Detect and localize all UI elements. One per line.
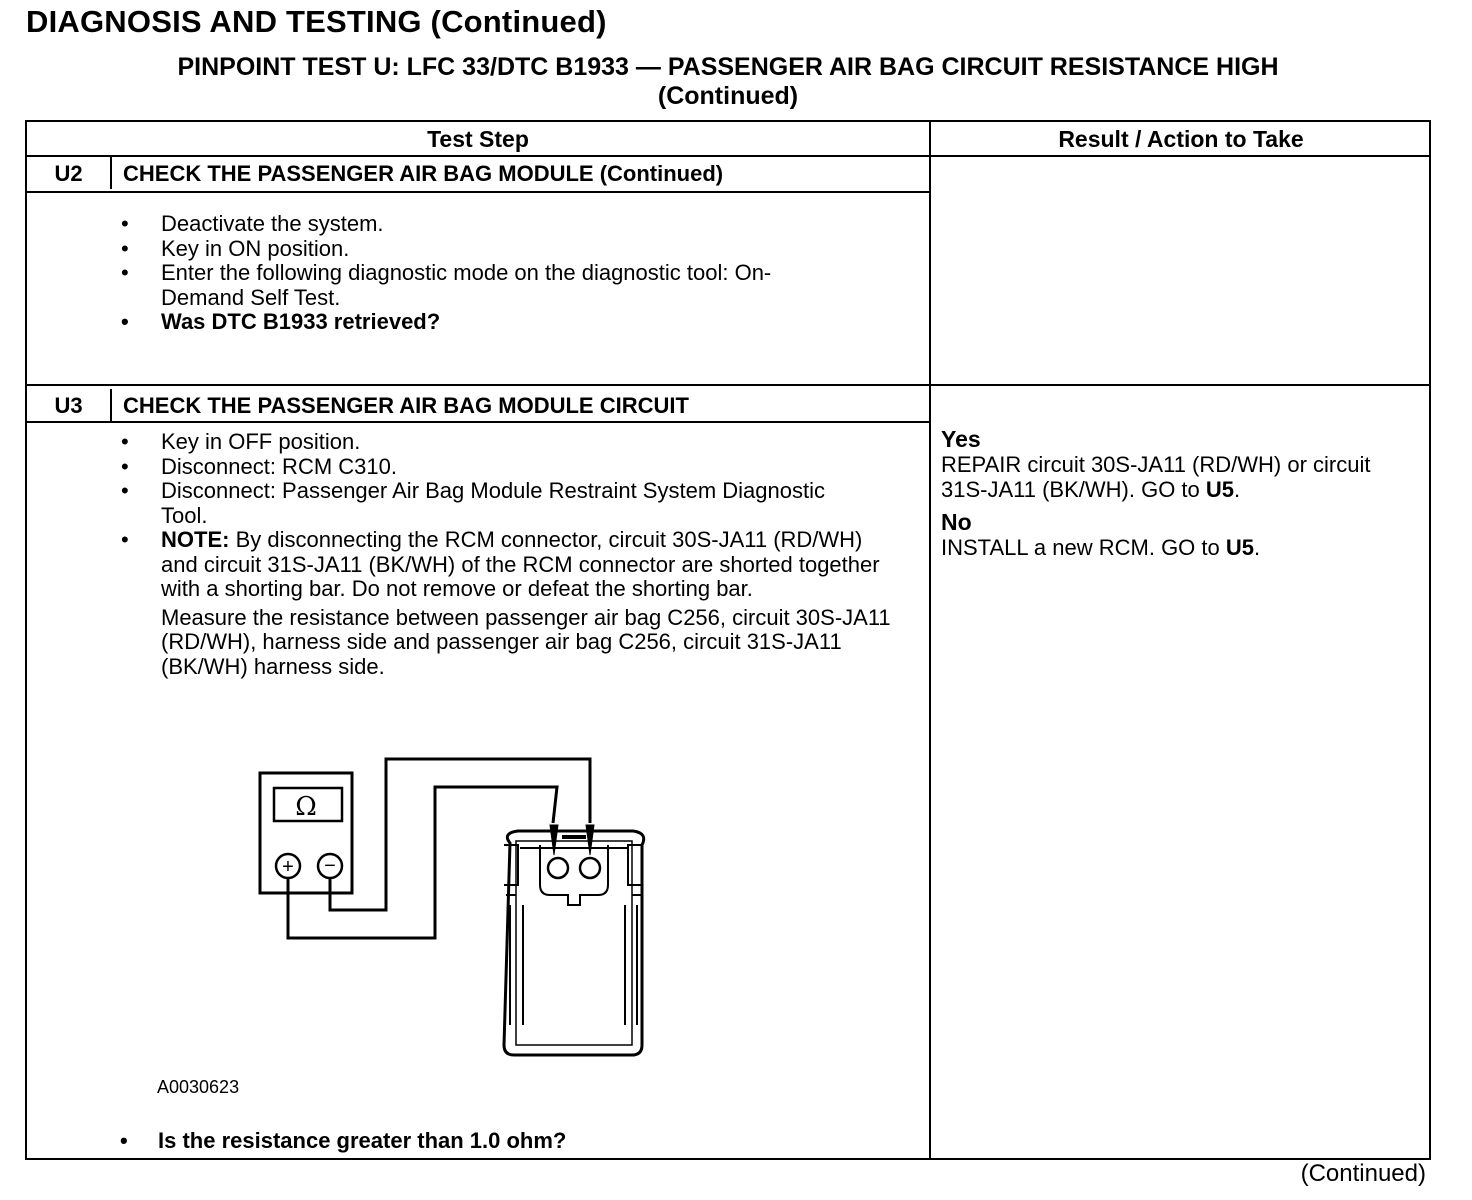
list-item: •Disconnect: RCM C310. <box>121 453 397 479</box>
test-title-line1: PINPOINT TEST U: LFC 33/DTC B1933 — PASS… <box>177 53 1279 81</box>
u3-title-divider <box>27 421 929 423</box>
result-no-text: INSTALL a new RCM. GO to U5. <box>941 535 1261 560</box>
probe-tip-icon <box>585 824 595 856</box>
result-no-label: No <box>941 509 972 535</box>
terminal-30s-icon <box>546 856 570 880</box>
u2-title-divider <box>27 191 929 193</box>
step-id-u2: U2 <box>54 161 83 186</box>
page-title: DIAGNOSIS AND TESTING (Continued) <box>26 4 607 39</box>
header-divider <box>27 155 1429 157</box>
step-title-u3: CHECK THE PASSENGER AIR BAG MODULE CIRCU… <box>123 393 689 418</box>
list-item: •Enter the following diagnostic mode on … <box>121 260 772 310</box>
header-result-action: Result / Action to Take <box>1058 126 1304 152</box>
list-item: •Deactivate the system. <box>121 211 384 236</box>
ohm-symbol: Ω <box>295 792 317 822</box>
result-yes-label: Yes <box>941 426 981 452</box>
note-label: NOTE: <box>161 527 230 552</box>
list-item: •Was DTC B1933 retrieved? <box>121 309 441 334</box>
ohmmeter-connector-diagram: Ω + − <box>258 757 646 1057</box>
step-id-u3: U3 <box>54 393 83 418</box>
lead-aux <box>330 785 388 908</box>
result-yes-text: REPAIR circuit 30S-JA11 (RD/WH) or circu… <box>941 452 1371 502</box>
list-item: Measure the resistance between passenger… <box>161 604 891 679</box>
pinpoint-test-title: PINPOINT TEST U: LFC 33/DTC B1933 — PASS… <box>0 53 1456 111</box>
list-item: •Key in ON position. <box>121 235 350 261</box>
continued-label: (Continued) <box>1300 1160 1426 1187</box>
step-id-separator <box>110 157 112 189</box>
test-title-line2: (Continued) <box>657 82 799 110</box>
header-test-step: Test Step <box>427 126 529 152</box>
test-table: Test Step Result / Action to Take U2 CHE… <box>25 120 1431 1160</box>
u2-u3-divider <box>27 384 1429 386</box>
list-item: •Key in OFF position. <box>121 429 361 454</box>
step-id-separator <box>110 389 112 421</box>
u3-result: Yes REPAIR circuit 30S-JA11 (RD/WH) or c… <box>941 426 1411 561</box>
negative-lead <box>328 757 592 912</box>
step-title-u2: CHECK THE PASSENGER AIR BAG MODULE (Cont… <box>123 161 724 186</box>
u2-step-list: •Deactivate the system. •Key in ON posit… <box>117 211 907 335</box>
list-item: •NOTE: By disconnecting the RCM connecto… <box>121 527 880 601</box>
figure-id: A0030623 <box>157 1077 240 1097</box>
minus-sign-icon: − <box>324 855 336 877</box>
plus-sign-icon: + <box>282 856 294 878</box>
ohmmeter-body <box>258 771 354 895</box>
positive-lead <box>286 785 559 940</box>
probe-tip-icon <box>549 824 559 856</box>
connector-outline <box>502 829 646 1057</box>
column-divider <box>929 122 931 1158</box>
u3-step-list: •Key in OFF position. •Disconnect: RCM C… <box>117 429 907 679</box>
meter-display <box>272 786 344 823</box>
terminal-31s-icon <box>578 856 602 880</box>
list-item: •Disconnect: Passenger Air Bag Module Re… <box>121 478 825 528</box>
u3-question: •Is the resistance greater than 1.0 ohm? <box>120 1128 567 1153</box>
